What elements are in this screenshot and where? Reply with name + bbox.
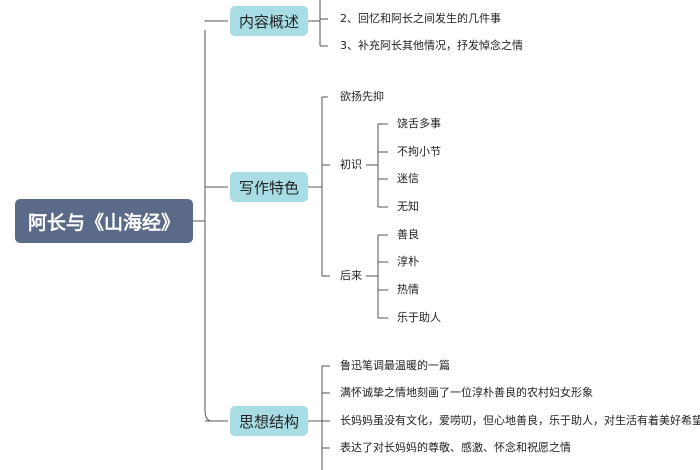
thought-item: 满怀诚挚之情地刻画了一位淳朴善良的农村妇女形象 bbox=[340, 386, 593, 399]
trait-item: 热情 bbox=[397, 283, 419, 296]
group-label-later: 后来 bbox=[340, 269, 362, 282]
topic-node-writing-features: 写作特色 bbox=[230, 172, 308, 202]
trait-item: 淳朴 bbox=[397, 255, 419, 268]
trait-item: 善良 bbox=[397, 228, 419, 241]
summary-item: 2、回忆和阿长之间发生的几件事 bbox=[340, 12, 501, 25]
topic-node-content-summary: 内容概述 bbox=[230, 6, 308, 36]
trait-item: 迷信 bbox=[397, 172, 419, 185]
feature-lead: 欲扬先抑 bbox=[340, 90, 384, 103]
trait-item: 饶舌多事 bbox=[397, 117, 441, 130]
group-label-first-impression: 初识 bbox=[340, 158, 362, 171]
thought-item: 表达了对长妈妈的尊敬、感激、怀念和祝愿之情 bbox=[340, 441, 571, 454]
thought-item: 鲁迅笔调最温暖的一篇 bbox=[340, 359, 450, 372]
trait-item: 乐于助人 bbox=[397, 311, 441, 324]
trait-item: 无知 bbox=[397, 200, 419, 213]
trait-item: 不拘小节 bbox=[397, 145, 441, 158]
topic-node-thought-structure: 思想结构 bbox=[230, 406, 308, 436]
summary-item: 3、补充阿长其他情况，抒发悼念之情 bbox=[340, 39, 523, 52]
thought-item: 长妈妈虽没有文化，爱唠叨，但心地善良，乐于助人，对生活有着美好希望 bbox=[340, 414, 700, 427]
root-node: 阿长与《山海经》 bbox=[15, 199, 193, 243]
